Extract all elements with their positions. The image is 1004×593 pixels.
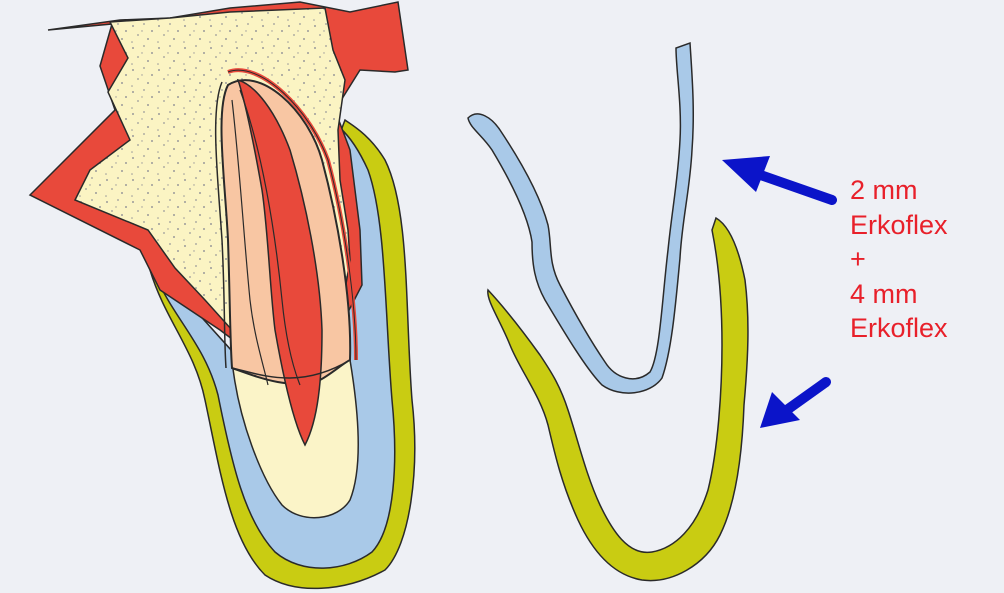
label-material-1: Erkoflex bbox=[850, 208, 948, 243]
label-thickness-2: 4 mm bbox=[850, 277, 948, 312]
tooth-cross-section bbox=[30, 2, 415, 588]
material-labels: 2 mm Erkoflex + 4 mm Erkoflex bbox=[850, 173, 948, 346]
label-thickness-1: 2 mm bbox=[850, 173, 948, 208]
yellow-shell-piece bbox=[488, 218, 748, 581]
arrow-lower bbox=[760, 382, 826, 428]
label-material-2: Erkoflex bbox=[850, 311, 948, 346]
blue-liner-piece bbox=[468, 43, 693, 393]
label-plus: + bbox=[850, 242, 948, 277]
arrow-upper bbox=[722, 156, 832, 200]
